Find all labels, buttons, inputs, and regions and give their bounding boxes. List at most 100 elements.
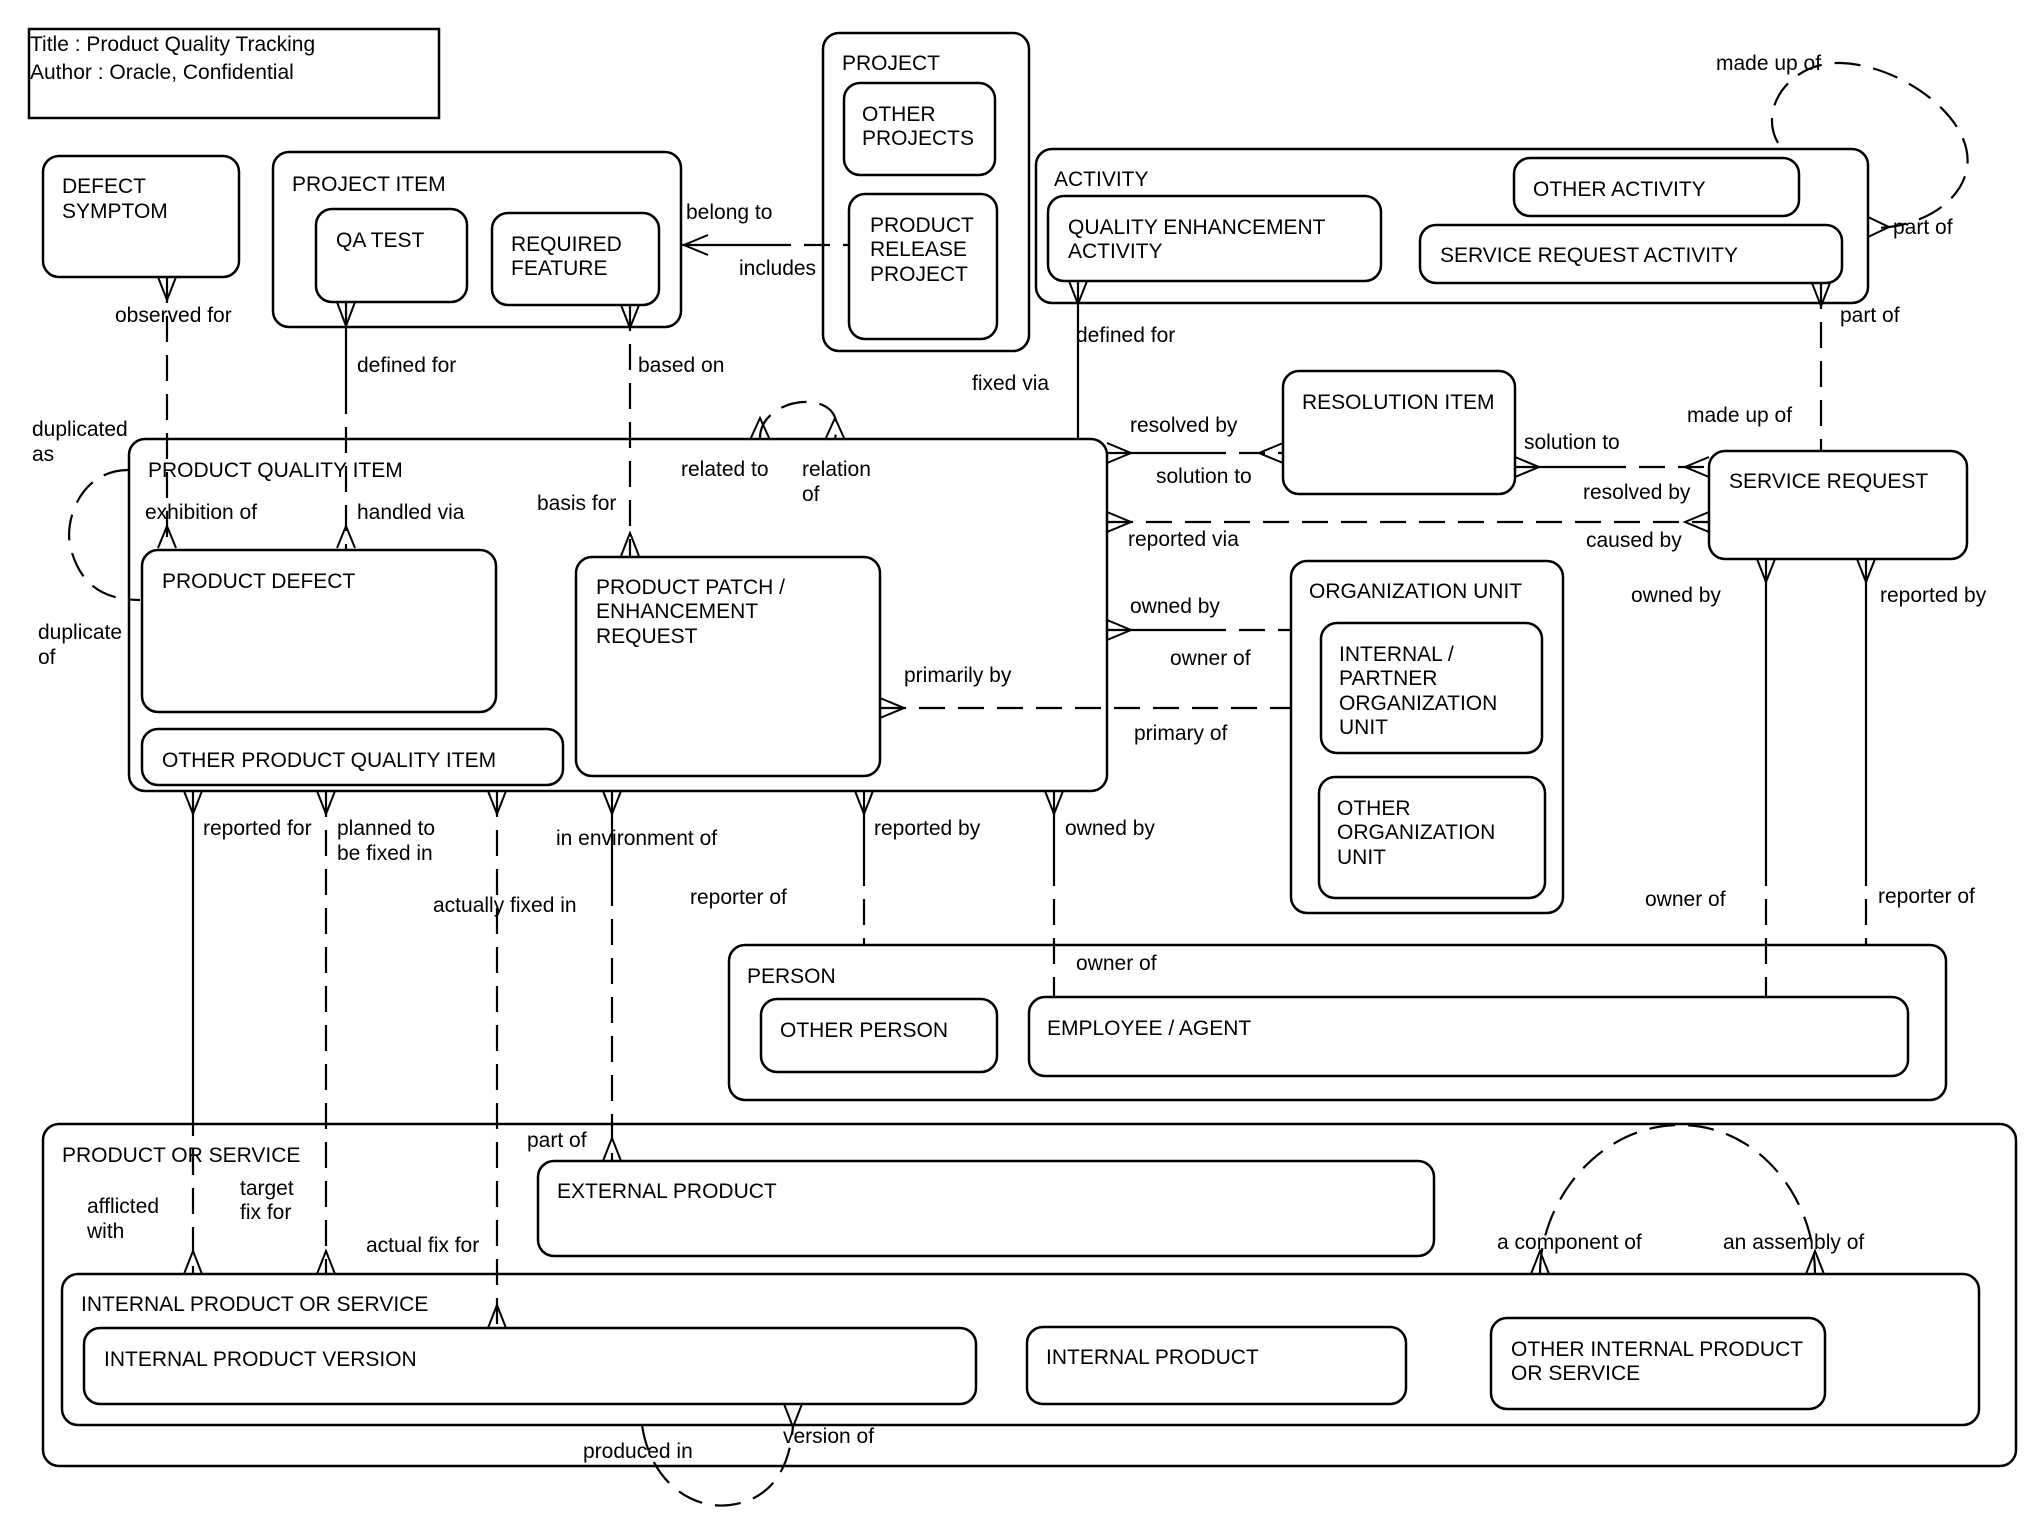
resolution-item-label: RESOLUTION ITEM	[1302, 391, 1495, 414]
label-fixed-via: fixed via	[972, 372, 1049, 395]
internal-product-version-box[interactable]	[82, 1326, 978, 1406]
employee-agent-box[interactable]	[1027, 995, 1910, 1078]
label-defined-for-activity: defined for	[1076, 324, 1175, 347]
entity-organization-unit[interactable]: ORGANIZATION UNIT INTERNAL / PARTNER ORG…	[1289, 559, 1565, 915]
internal-partner-org-unit-label-1: INTERNAL /	[1339, 643, 1454, 666]
person-box[interactable]	[727, 943, 1948, 1102]
product-release-project-label-2: RELEASE	[870, 238, 967, 261]
project-box[interactable]	[821, 31, 1031, 353]
qa-test-label: QA TEST	[336, 229, 424, 252]
other-org-unit-label-2: ORGANIZATION	[1337, 821, 1495, 844]
label-reported-via: reported via	[1128, 528, 1239, 551]
label-solution-to-sr: solution to	[1524, 431, 1620, 454]
internal-product-box[interactable]	[1025, 1325, 1408, 1406]
project-item-label: PROJECT ITEM	[292, 173, 446, 196]
other-org-unit-label-1: OTHER	[1337, 797, 1411, 820]
org-owned-crow	[1106, 619, 1134, 641]
sr-resolved-by-crow	[1682, 456, 1710, 478]
label-caused-by: caused by	[1586, 529, 1682, 552]
a-component-of-crow	[1530, 1248, 1550, 1275]
defect-symptom-label-2: SYMPTOM	[62, 200, 168, 223]
required-feature-label-2: FEATURE	[511, 257, 607, 280]
label-version-of: version of	[783, 1425, 874, 1448]
entity-resolution-item[interactable]: RESOLUTION ITEM	[1281, 369, 1517, 496]
label-reporter-of-sr: reporter of	[1878, 885, 1975, 908]
label-resolved-by: resolved by	[1130, 414, 1238, 437]
label-resolved-by-sr: resolved by	[1583, 481, 1691, 504]
label-belong-to: belong to	[686, 201, 772, 224]
entity-project-item[interactable]: PROJECT ITEM QA TEST REQUIRED FEATURE	[271, 150, 683, 329]
required-feature-label-1: REQUIRED	[511, 233, 622, 256]
internal-product-version-label: INTERNAL PRODUCT VERSION	[104, 1348, 417, 1371]
other-org-unit-box[interactable]	[1317, 775, 1547, 900]
other-activity-label: OTHER ACTIVITY	[1533, 178, 1706, 201]
internal-partner-org-unit-box[interactable]	[1319, 621, 1544, 755]
project-item-box[interactable]	[271, 150, 683, 329]
defect-symptom-box[interactable]	[41, 154, 241, 279]
label-part-of-activity: part of	[1893, 216, 1953, 239]
label-owner-of-pqi: owner of	[1076, 952, 1157, 975]
label-owner-of-org: owner of	[1170, 647, 1251, 670]
external-product-box[interactable]	[536, 1159, 1436, 1258]
title-frame	[27, 27, 441, 120]
entity-service-request[interactable]: SERVICE REQUEST	[1707, 449, 1969, 561]
product-or-service-label: PRODUCT OR SERVICE	[62, 1144, 300, 1167]
organization-unit-box[interactable]	[1289, 559, 1565, 915]
resolution-solution-crow	[1256, 442, 1284, 464]
internal-partner-org-unit-label-3: ORGANIZATION	[1339, 692, 1497, 715]
other-internal-product-box[interactable]	[1489, 1316, 1827, 1411]
label-part-of-sr: part of	[1840, 304, 1900, 327]
label-planned-fix-1: planned to	[337, 817, 435, 840]
resolution-item-box[interactable]	[1281, 369, 1517, 496]
product-release-project-label-3: PROJECT	[870, 263, 968, 286]
service-request-box[interactable]	[1707, 449, 1969, 561]
label-afflicted-with-1: afflicted	[87, 1195, 159, 1218]
label-actual-fix-for: actual fix for	[366, 1234, 479, 1257]
activity-box[interactable]	[1034, 147, 1870, 305]
label-reported-for: reported for	[203, 817, 312, 840]
other-projects-box[interactable]	[842, 81, 997, 177]
service-request-activity-box[interactable]	[1418, 223, 1844, 285]
related-to-crow	[749, 415, 771, 441]
quality-enhancement-activity-label-2: ACTIVITY	[1068, 240, 1163, 263]
label-a-component-of: a component of	[1497, 1231, 1642, 1254]
entity-product-or-service[interactable]: PRODUCT OR SERVICE EXTERNAL PRODUCT INTE…	[41, 1122, 2018, 1468]
entity-project[interactable]: PROJECT OTHER PROJECTS PRODUCT RELEASE P…	[821, 31, 1031, 353]
title-block: Title : Product Quality Tracking Author …	[27, 27, 441, 120]
quality-enhancement-activity-box[interactable]	[1046, 194, 1383, 283]
label-primary-of: primary of	[1134, 722, 1228, 745]
target-fix-crow	[316, 1248, 336, 1275]
product-defect-label: PRODUCT DEFECT	[162, 570, 355, 593]
entity-defect-symptom[interactable]: DEFECT SYMPTOM	[41, 154, 241, 279]
label-solution-to-pqi: solution to	[1156, 465, 1252, 488]
product-or-service-box[interactable]	[41, 1122, 2018, 1468]
product-defect-exhibition-crow	[157, 523, 177, 549]
organization-unit-label: ORGANIZATION UNIT	[1309, 580, 1522, 603]
product-patch-box[interactable]	[574, 555, 882, 778]
entity-activity[interactable]: ACTIVITY QUALITY ENHANCEMENT ACTIVITY OT…	[1034, 147, 1870, 305]
internal-product-or-service-box[interactable]	[60, 1272, 1981, 1427]
product-release-project-box[interactable]	[847, 192, 999, 341]
diagram-title: Title : Product Quality Tracking	[30, 33, 315, 56]
product-quality-item-box[interactable]	[127, 437, 1109, 793]
entity-person[interactable]: PERSON OTHER PERSON EMPLOYEE / AGENT	[727, 943, 1948, 1102]
duplicate-loop-line	[68, 468, 141, 602]
label-planned-fix-2: be fixed in	[337, 842, 433, 865]
activity-recursive-line	[1770, 61, 1969, 230]
other-activity-box[interactable]	[1512, 156, 1801, 218]
sr-reported-crow	[1856, 558, 1876, 585]
product-defect-box[interactable]	[140, 548, 498, 714]
sr-activity-crow	[1811, 282, 1831, 309]
pqi-reported-crow	[854, 790, 874, 817]
label-relation-of-2: of	[802, 483, 820, 506]
label-duplicate-of-2: of	[38, 646, 56, 669]
other-internal-product-label-1: OTHER INTERNAL PRODUCT	[1511, 1338, 1803, 1361]
qa-test-box[interactable]	[314, 207, 469, 304]
label-owner-of-sr: owner of	[1645, 888, 1726, 911]
other-person-box[interactable]	[759, 997, 999, 1074]
label-defined-for-qa: defined for	[357, 354, 456, 377]
other-product-quality-item-box[interactable]	[140, 727, 565, 787]
required-feature-box[interactable]	[490, 211, 661, 307]
entity-product-quality-item[interactable]: PRODUCT QUALITY ITEM PRODUCT DEFECT PROD…	[127, 437, 1109, 793]
